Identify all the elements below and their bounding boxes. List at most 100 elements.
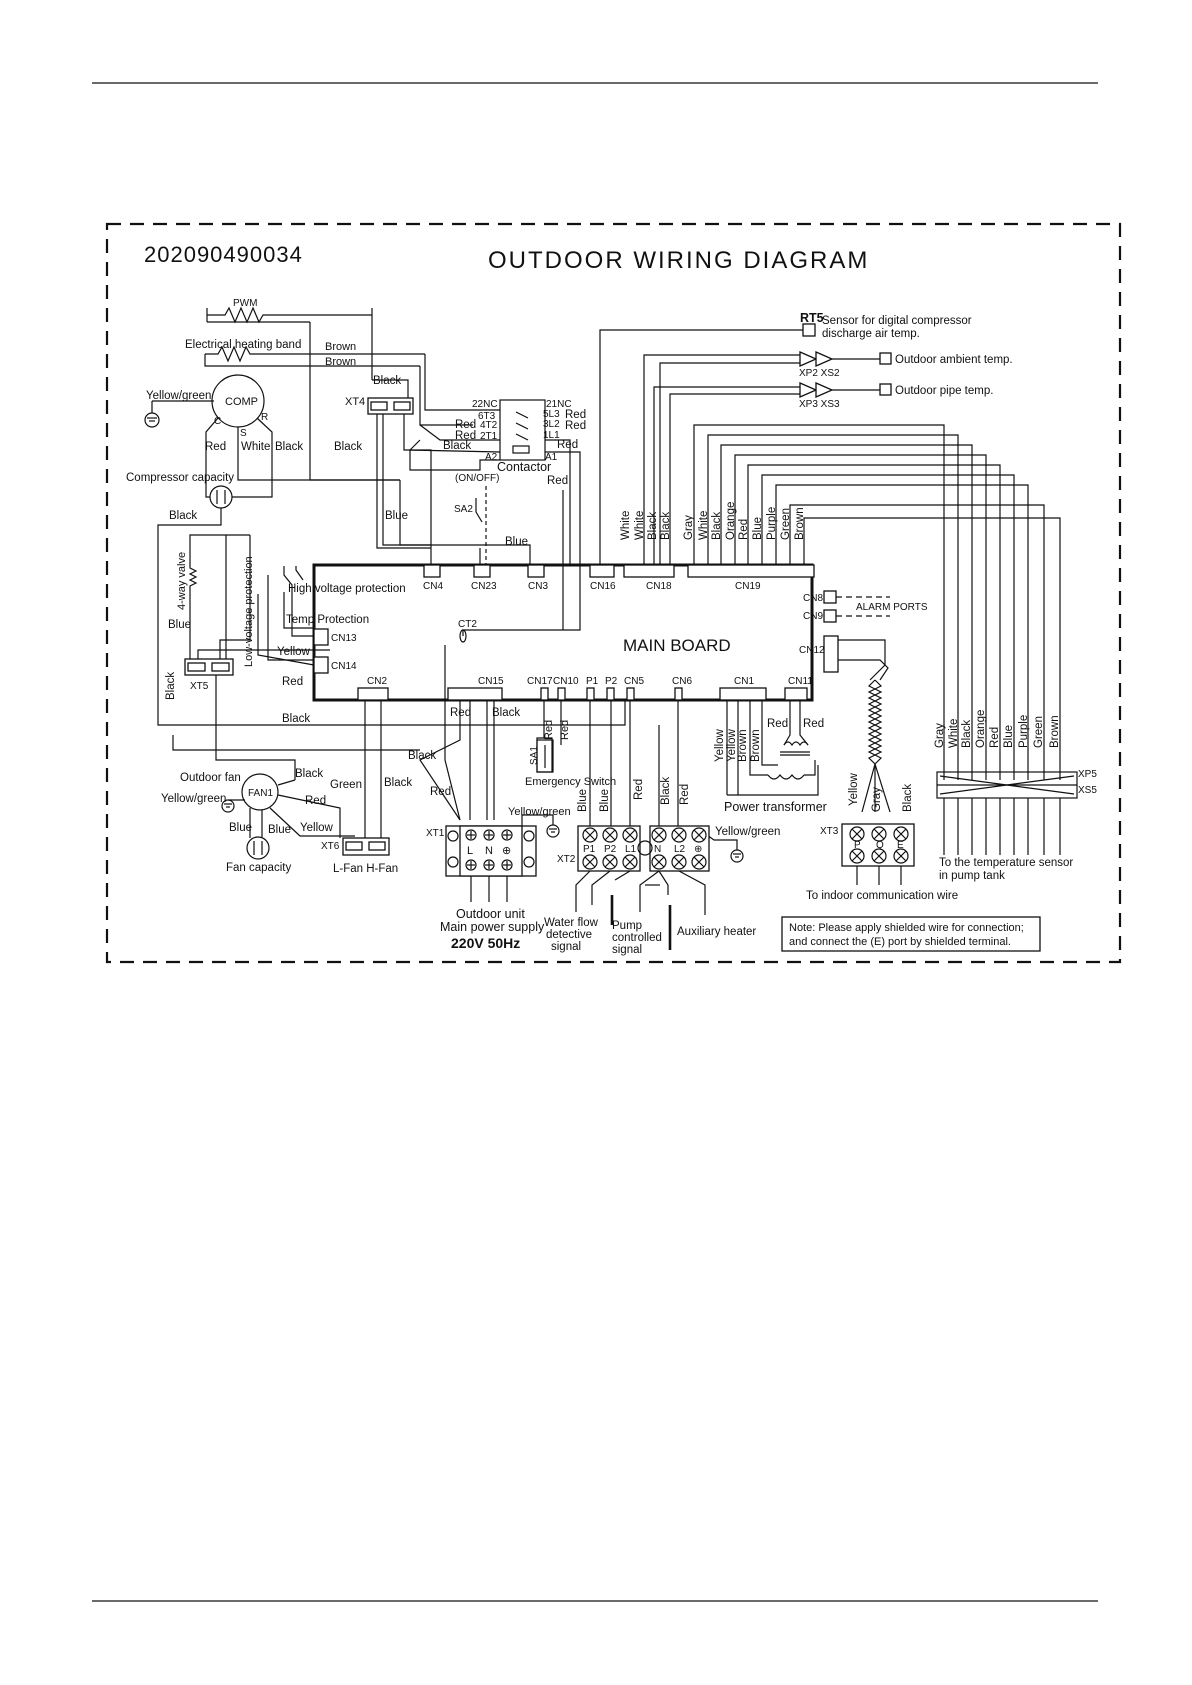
fan-speed-label: L-Fan H-Fan bbox=[333, 863, 398, 875]
svg-text:A1: A1 bbox=[545, 452, 558, 463]
port-cn12: CN12 bbox=[799, 645, 825, 656]
note-l1: Note: Please apply shielded wire for con… bbox=[789, 922, 1024, 934]
svg-text:Red: Red bbox=[989, 727, 1001, 748]
high-voltage-switch bbox=[283, 566, 314, 637]
pump-signal-l3: signal bbox=[612, 944, 642, 956]
svg-text:Yellow: Yellow bbox=[714, 728, 726, 762]
port-cn5: CN5 bbox=[624, 676, 644, 687]
pump-tank-sensor-l1: To the temperature sensor bbox=[939, 857, 1073, 869]
electrical-heating-band: Electrical heating band bbox=[185, 339, 425, 367]
svg-text:⊕: ⊕ bbox=[694, 844, 702, 855]
high-voltage-protection-label: High voltage protection bbox=[288, 583, 406, 595]
port-cn4: CN4 bbox=[423, 581, 443, 592]
pwm-resistor: PWM bbox=[207, 298, 372, 324]
svg-text:Yellow/green: Yellow/green bbox=[146, 390, 211, 402]
svg-text:Red: Red bbox=[430, 786, 451, 798]
ground-icon bbox=[144, 401, 160, 428]
svg-text:Black: Black bbox=[660, 512, 672, 540]
four-way-valve-label: 4-way valve bbox=[176, 552, 188, 610]
svg-text:Black: Black bbox=[165, 672, 177, 700]
port-cn13: CN13 bbox=[331, 633, 357, 644]
svg-text:Brown: Brown bbox=[325, 341, 356, 353]
outdoor-pipe-label: Outdoor pipe temp. bbox=[895, 385, 993, 397]
xp2-xs2-label: XP2 XS2 bbox=[799, 368, 840, 379]
svg-text:22NC: 22NC bbox=[472, 399, 498, 410]
svg-text:Red: Red bbox=[767, 718, 788, 730]
port-cn2: CN2 bbox=[367, 676, 387, 687]
fan-capacitor-icon bbox=[246, 836, 270, 860]
svg-text:Brown: Brown bbox=[750, 729, 762, 762]
port-cn23: CN23 bbox=[471, 581, 497, 592]
fan-capacity-label: Fan capacity bbox=[226, 862, 291, 874]
cn1-wire-labels: Yellow Yellow Brown Brown bbox=[714, 728, 762, 762]
svg-text:Blue: Blue bbox=[577, 789, 589, 812]
svg-text:Yellow: Yellow bbox=[726, 728, 738, 762]
svg-text:Gray: Gray bbox=[934, 723, 946, 748]
svg-text:Green: Green bbox=[330, 779, 362, 791]
xt4-label: XT4 bbox=[345, 396, 365, 408]
svg-text:N: N bbox=[485, 845, 493, 857]
svg-text:Blue: Blue bbox=[752, 517, 764, 540]
svg-text:Red: Red bbox=[679, 784, 691, 805]
sa1-label: SA1 bbox=[529, 746, 540, 765]
voltage-label: 220V 50Hz bbox=[451, 935, 520, 951]
xp5-label: XP5 bbox=[1078, 769, 1097, 780]
svg-text:Black: Black bbox=[373, 375, 401, 387]
svg-text:C: C bbox=[214, 416, 221, 427]
svg-text:White: White bbox=[948, 719, 960, 748]
svg-text:N: N bbox=[654, 844, 661, 855]
svg-text:Black: Black bbox=[169, 510, 197, 522]
xt1-label: XT1 bbox=[426, 828, 445, 839]
xt3-label: XT3 bbox=[820, 826, 839, 837]
svg-text:Purple: Purple bbox=[766, 507, 778, 540]
svg-text:COMP: COMP bbox=[225, 396, 258, 408]
xt2-screws bbox=[582, 827, 707, 870]
svg-text:Red: Red bbox=[455, 430, 476, 442]
twisted-pair bbox=[867, 679, 883, 765]
svg-text:White: White bbox=[634, 511, 646, 540]
svg-text:Yellow: Yellow bbox=[848, 772, 860, 806]
cn15-wires: Red Black bbox=[419, 700, 520, 821]
svg-text:Yellow: Yellow bbox=[300, 822, 334, 834]
power-supply-l2: Main power supply bbox=[440, 920, 545, 934]
svg-text:Red: Red bbox=[559, 720, 571, 740]
svg-text:Black: Black bbox=[384, 777, 412, 789]
svg-text:2T1: 2T1 bbox=[480, 431, 498, 442]
fan-motor: FAN1 bbox=[241, 773, 279, 811]
outdoor-fan-label: Outdoor fan bbox=[180, 772, 241, 784]
svg-text:Blue: Blue bbox=[1003, 725, 1015, 748]
water-flow-l2: detective bbox=[546, 929, 592, 941]
svg-text:Green: Green bbox=[780, 508, 792, 540]
svg-text:Black: Black bbox=[711, 512, 723, 540]
low-voltage-protection-label: Low-voltage protection bbox=[243, 556, 255, 667]
port-cn16: CN16 bbox=[590, 581, 616, 592]
svg-text:Blue: Blue bbox=[168, 619, 191, 631]
svg-text:White: White bbox=[241, 441, 270, 453]
pump-signal-l2: controlled bbox=[612, 932, 662, 944]
svg-text:Brown: Brown bbox=[1049, 715, 1061, 748]
svg-text:S: S bbox=[240, 428, 247, 439]
cn18-wire-labels: White White Black Black bbox=[620, 511, 672, 540]
svg-text:Black: Black bbox=[295, 768, 323, 780]
rt5-description-l2: discharge air temp. bbox=[822, 328, 920, 340]
svg-text:Black: Black bbox=[408, 750, 436, 762]
svg-text:⊕: ⊕ bbox=[502, 845, 511, 857]
water-flow-l3: signal bbox=[551, 941, 581, 953]
svg-text:Brown: Brown bbox=[325, 356, 356, 368]
pump-signal-l1: Pump bbox=[612, 920, 642, 932]
svg-text:5L3: 5L3 bbox=[543, 409, 560, 420]
svg-text:Purple: Purple bbox=[1018, 715, 1030, 748]
svg-text:Red: Red bbox=[803, 718, 824, 730]
svg-text:A2: A2 bbox=[485, 452, 498, 463]
svg-text:Gray: Gray bbox=[683, 515, 695, 540]
svg-text:PWM: PWM bbox=[233, 298, 257, 309]
port-p2: P2 bbox=[605, 676, 618, 687]
xt3-screws bbox=[849, 826, 909, 864]
port-cn15: CN15 bbox=[478, 676, 504, 687]
svg-text:1L1: 1L1 bbox=[543, 430, 560, 441]
svg-text:Red: Red bbox=[738, 519, 750, 540]
svg-text:Blue: Blue bbox=[268, 824, 291, 836]
port-cn10: CN10 bbox=[553, 676, 579, 687]
svg-text:Brown: Brown bbox=[737, 729, 749, 762]
